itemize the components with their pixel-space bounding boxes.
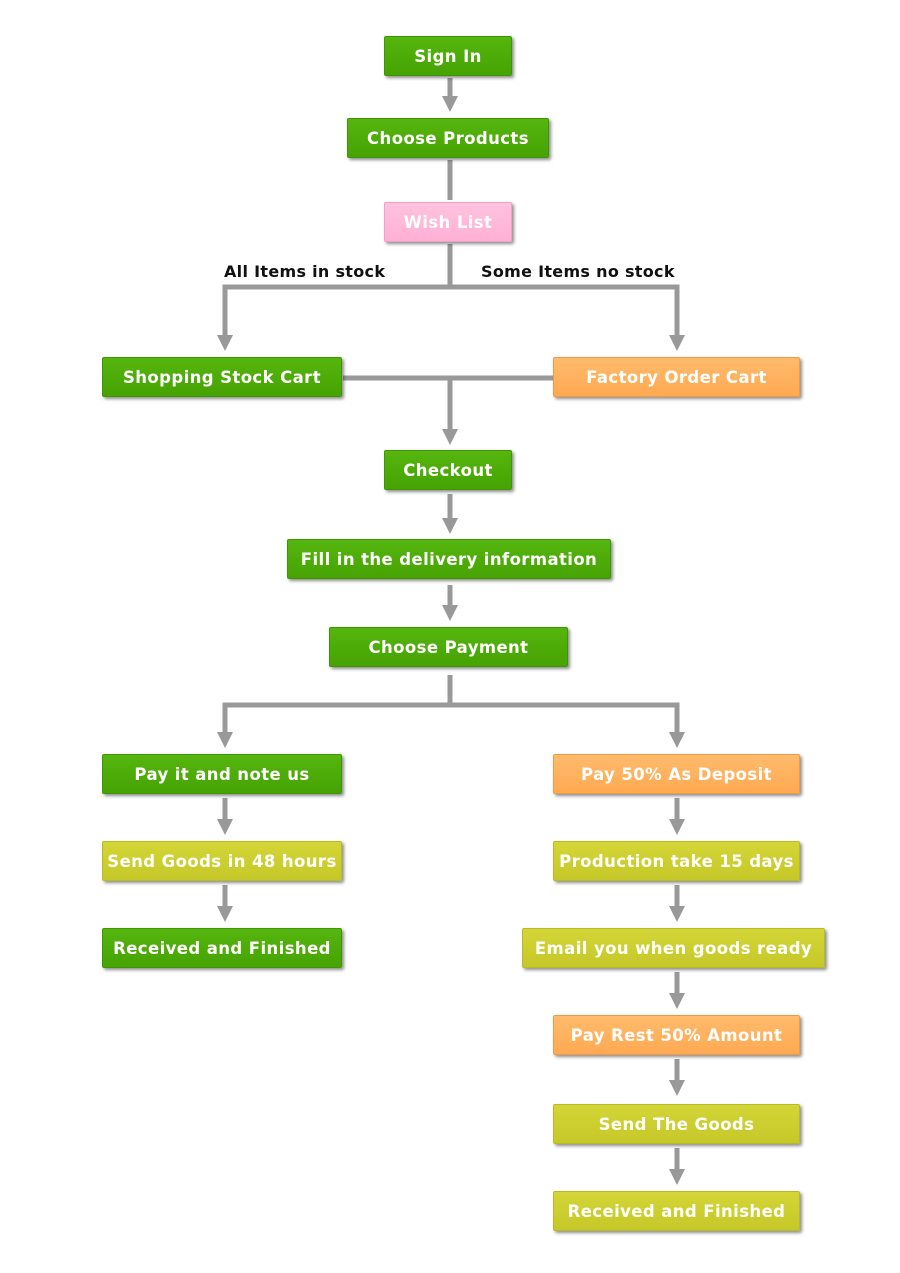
production-node: Production take 15 days [553,841,800,881]
left-received-finished-node: Received and Finished [102,928,342,968]
branch-label-in-stock: All Items in stock [224,262,386,281]
pay-and-note-node: Pay it and note us [102,754,342,794]
email-ready-node: Email you when goods ready [522,928,825,968]
arrow-branch-in-stock [216,244,453,352]
choose-payment-node: Choose Payment [329,627,568,667]
factory-order-cart-node: Factory Order Cart [553,357,800,397]
wish-list-node: Wish List [384,202,512,242]
checkout-node: Checkout [384,450,512,490]
branch-label-no-stock: Some Items no stock [481,262,675,281]
choose-products-node: Choose Products [347,118,549,158]
shopping-stock-cart-node: Shopping Stock Cart [102,357,342,397]
arrow-payment-right [450,702,686,749]
send-goods-node: Send The Goods [553,1104,800,1144]
arrow-branch-no-stock [450,284,686,352]
right-received-finished-node: Received and Finished [553,1191,800,1231]
pay-rest-node: Pay Rest 50% Amount [553,1015,800,1055]
send-goods-48-node: Send Goods in 48 hours [102,841,342,881]
pay-deposit-node: Pay 50% As Deposit [553,754,800,794]
arrow-payment-left [216,675,453,749]
sign-in-node: Sign In [384,36,512,76]
fill-delivery-node: Fill in the delivery information [287,539,611,579]
